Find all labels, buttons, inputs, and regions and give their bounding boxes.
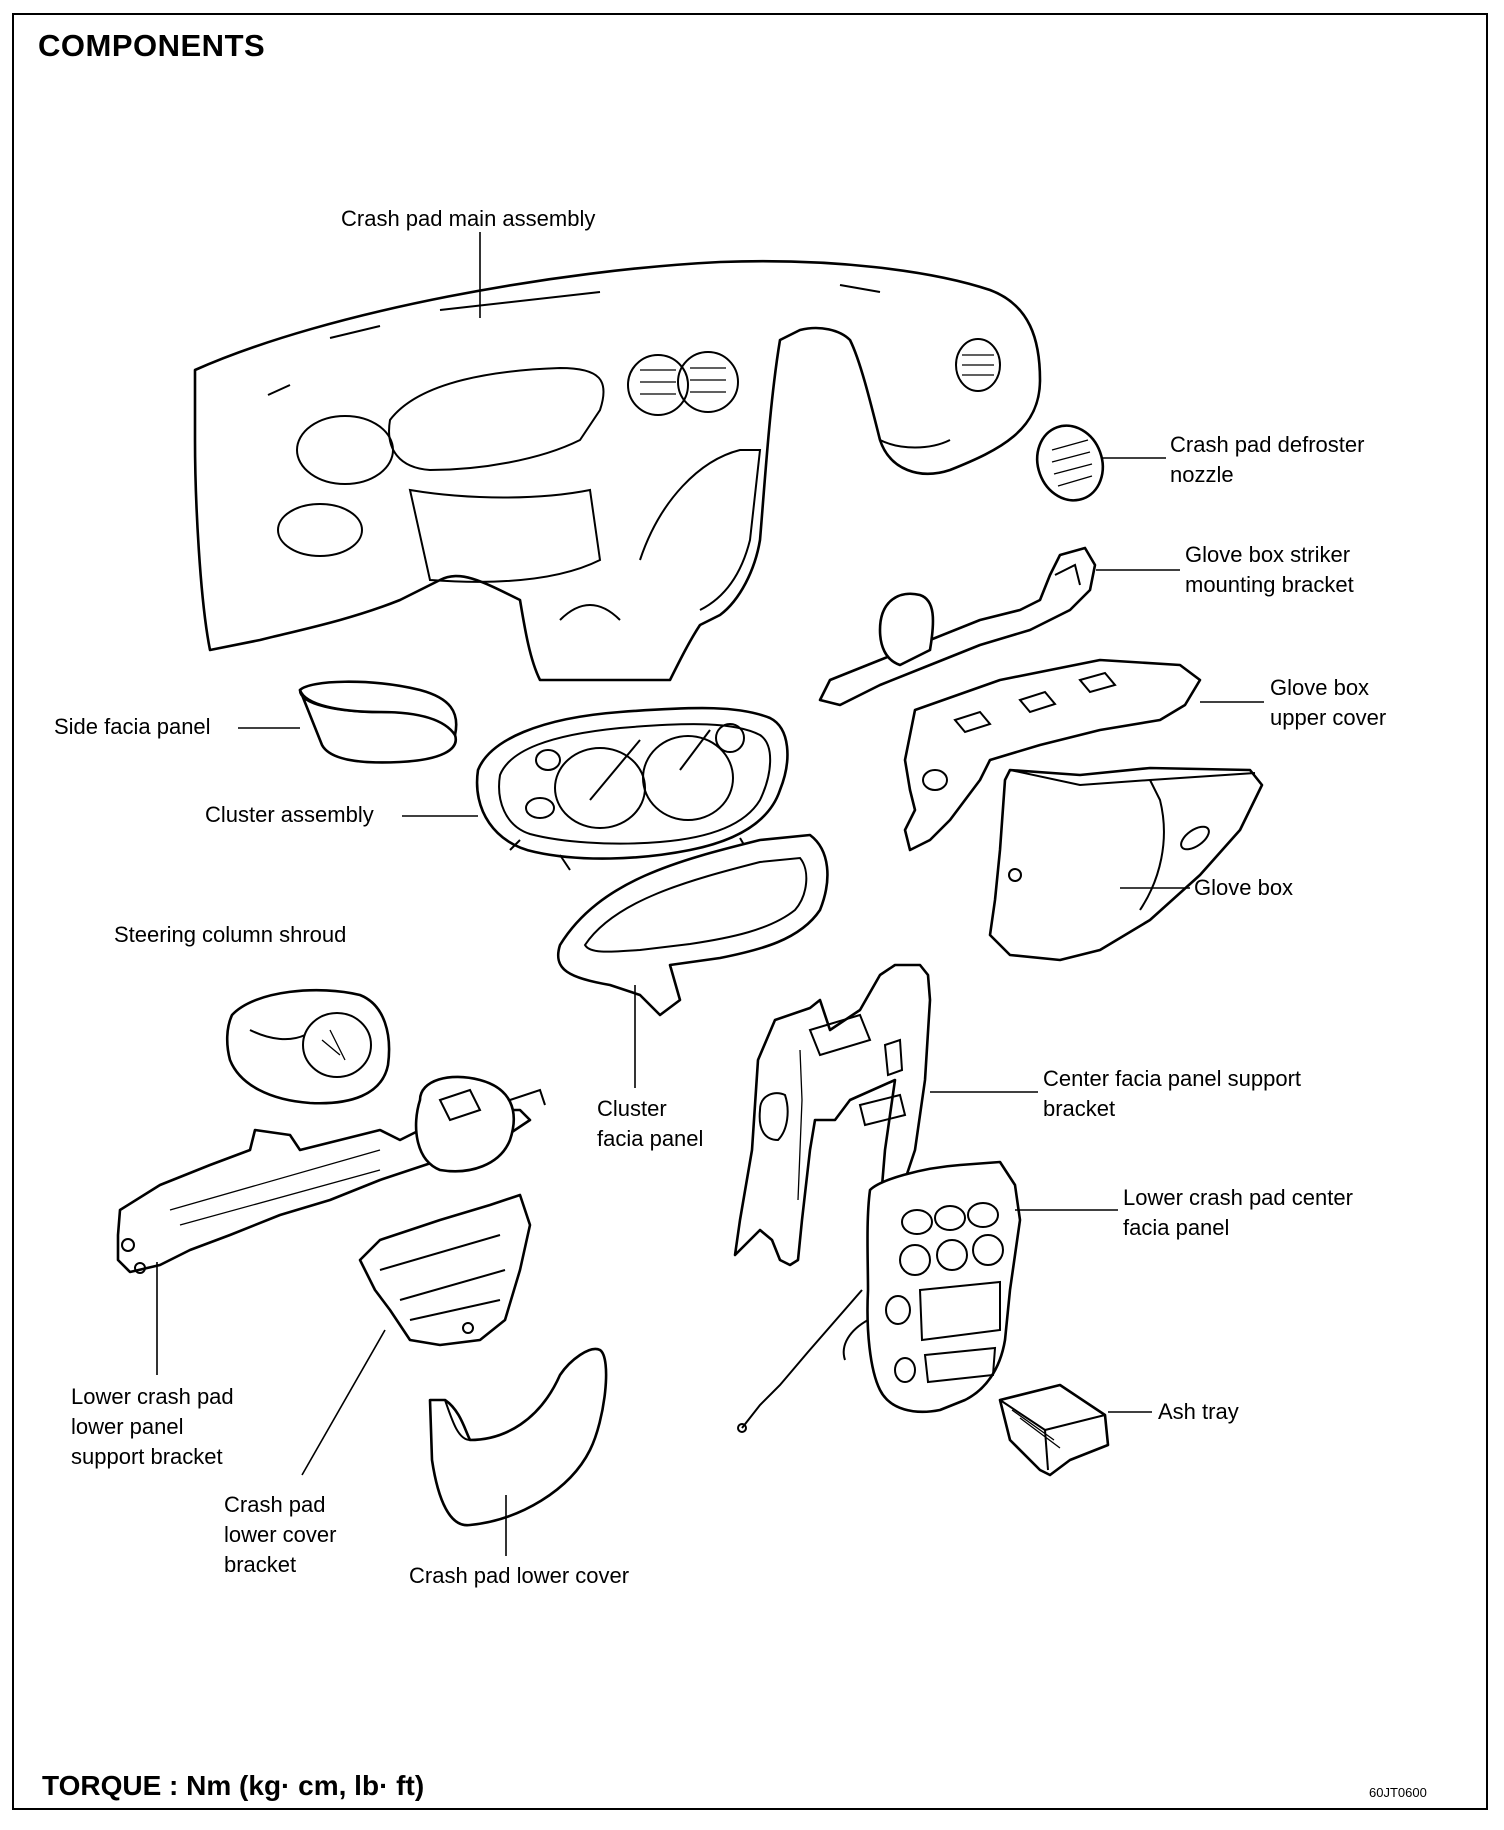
figure-code: 60JT0600 bbox=[1369, 1785, 1427, 1800]
label-cluster-assembly: Cluster assembly bbox=[205, 802, 374, 827]
crash-pad-lower-cover-bracket bbox=[358, 1193, 532, 1347]
page-title: COMPONENTS bbox=[38, 28, 266, 63]
label-steering-column-shroud: Steering column shroud bbox=[114, 922, 347, 947]
label-crash-pad-defroster-nozzle: Crash pad defroster nozzle bbox=[1170, 432, 1365, 487]
ash-tray bbox=[998, 1383, 1110, 1477]
leader-lines bbox=[156, 232, 1264, 1556]
diagram-frame bbox=[12, 13, 1488, 1810]
crash-pad-main-assembly bbox=[193, 259, 1042, 682]
cluster-facia-panel bbox=[556, 833, 829, 1017]
label-lower-crash-pad-center-facia-panel: Lower crash pad center facia panel bbox=[1123, 1185, 1353, 1240]
label-crash-pad-lower-cover-bracket: Crash pad lower cover bracket bbox=[224, 1492, 337, 1577]
lower-crash-pad-lower-panel-support-bracket bbox=[116, 1075, 546, 1274]
label-ash-tray: Ash tray bbox=[1158, 1399, 1239, 1424]
side-facia-panel bbox=[298, 680, 458, 764]
label-crash-pad-lower-cover: Crash pad lower cover bbox=[409, 1563, 630, 1588]
glove-box-striker-mounting-bracket bbox=[818, 546, 1097, 707]
crash-pad-defroster-nozzle bbox=[1035, 424, 1105, 502]
cluster-assembly bbox=[475, 706, 789, 871]
lower-crash-pad-center-facia-panel bbox=[737, 1160, 1022, 1433]
label-glove-box-upper-cover: Glove box upper cover bbox=[1270, 675, 1387, 730]
label-side-facia-panel: Side facia panel bbox=[54, 714, 211, 739]
torque-note: TORQUE : Nm (kg· cm, lb· ft) bbox=[42, 1770, 425, 1801]
label-glove-box: Glove box bbox=[1194, 875, 1294, 900]
label-cluster-facia-panel: Cluster facia panel bbox=[597, 1096, 704, 1151]
label-glove-box-striker-mounting-bracket: Glove box striker mounting bracket bbox=[1185, 542, 1354, 597]
label-center-facia-panel-support-bracket: Center facia panel support bracket bbox=[1043, 1066, 1302, 1121]
label-crash-pad-main-assembly: Crash pad main assembly bbox=[341, 206, 596, 231]
crash-pad-lower-cover bbox=[428, 1347, 608, 1527]
glove-box-upper-cover bbox=[903, 658, 1202, 852]
glove-box bbox=[988, 766, 1264, 962]
label-lower-crash-pad-lower-panel-support-bracket: Lower crash pad lower panel support brac… bbox=[71, 1384, 234, 1469]
steering-column-shroud bbox=[225, 988, 391, 1105]
